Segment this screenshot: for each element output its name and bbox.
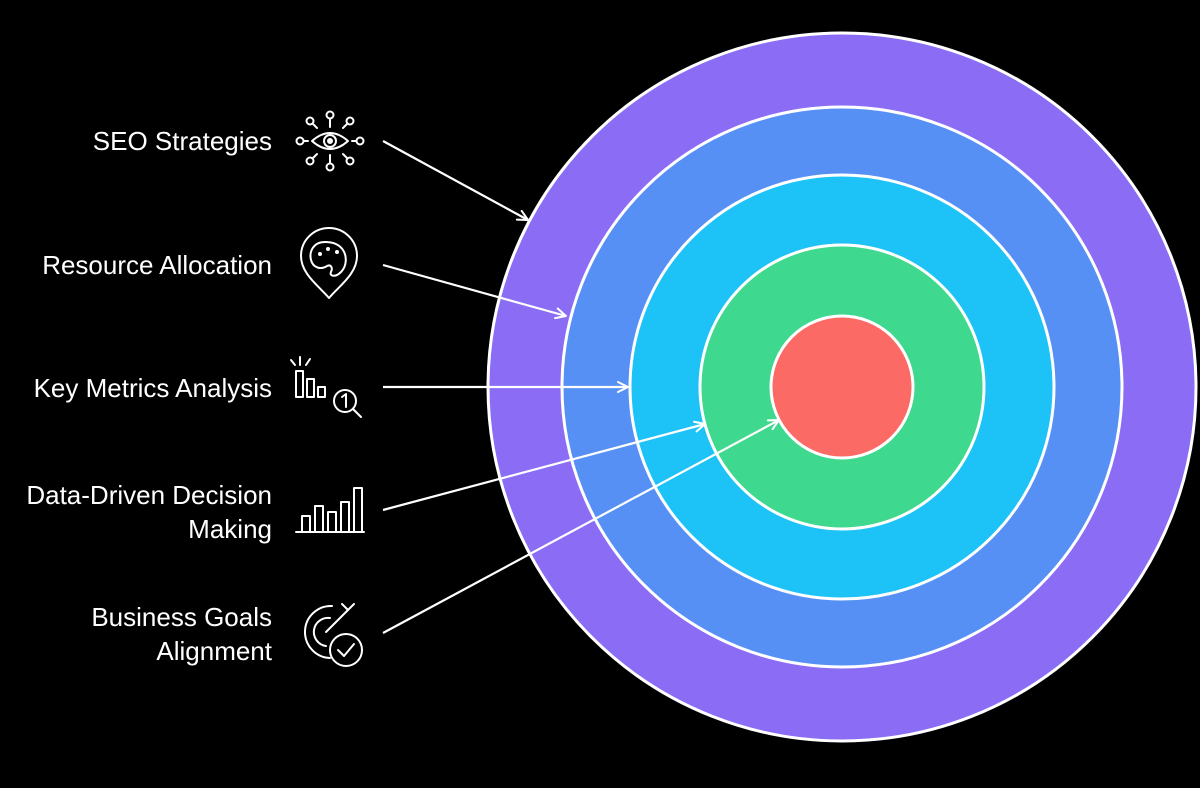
eye-network-icon (295, 110, 365, 172)
target-rings (486, 31, 1198, 743)
target-check-icon (304, 603, 363, 667)
label-line: Key Metrics Analysis (33, 373, 272, 403)
label-line: SEO Strategies (92, 126, 272, 156)
connector-arrows (382, 140, 780, 634)
bar-chart-icon (295, 487, 365, 533)
label-line: Business Goals (91, 602, 272, 632)
arrow-business-goals (382, 419, 780, 634)
arrow-data-driven-decision (382, 420, 706, 512)
palette-pin-icon (300, 227, 358, 299)
ring-center (769, 314, 915, 460)
label-line: Data-Driven Decision (26, 480, 272, 510)
label-line: Resource Allocation (42, 250, 272, 280)
label-line: Making (188, 514, 272, 544)
label-seo-strategies: SEO Strategies (93, 124, 272, 158)
label-key-metrics-analysis: Key Metrics Analysis (34, 371, 272, 405)
arrow-resource-allocation (382, 263, 567, 320)
label-business-goals-alignment: Business Goals Alignment (91, 600, 272, 668)
label-line: Alignment (156, 636, 272, 666)
chart-magnifier-icon (290, 356, 362, 418)
label-data-driven-decision-making: Data-Driven Decision Making (26, 478, 272, 546)
icons (290, 110, 365, 667)
label-resource-allocation: Resource Allocation (42, 248, 272, 282)
arrow-seo-strategies (382, 140, 529, 221)
